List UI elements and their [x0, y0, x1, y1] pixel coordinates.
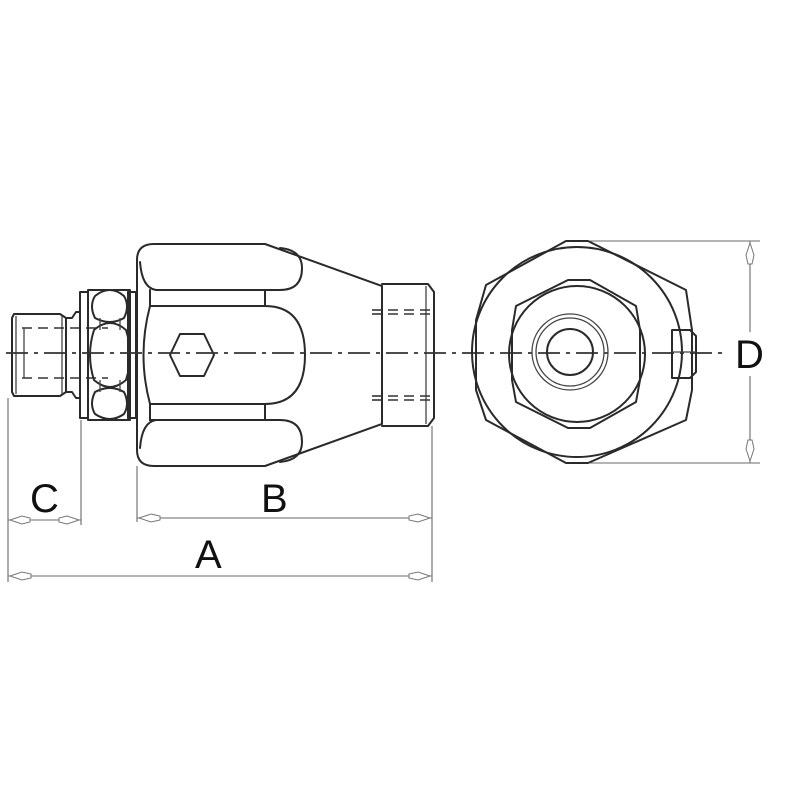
lock-nut [79, 289, 137, 421]
dimension-label-d: D [735, 333, 764, 377]
set-screw-end [671, 329, 697, 379]
set-screw-hex [169, 333, 215, 377]
hex-body [136, 243, 383, 467]
side-view [11, 243, 435, 467]
threaded-stub [11, 311, 108, 399]
dimension-label-c: C [30, 477, 59, 521]
front-collar [372, 283, 435, 427]
inner-hex [511, 279, 641, 429]
dimension-label-b: B [261, 477, 288, 521]
end-view [471, 240, 697, 464]
bore [546, 328, 594, 376]
dimension-label-a: A [195, 533, 222, 577]
dimension-lines [7, 240, 760, 582]
